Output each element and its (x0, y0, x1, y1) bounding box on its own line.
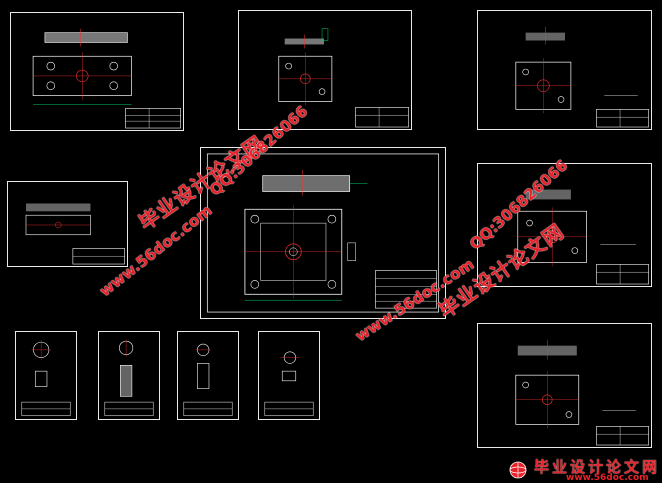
sheet-graphics (278, 28, 409, 128)
hole (250, 214, 260, 224)
drawing-sheet (238, 10, 412, 130)
hole (522, 381, 529, 389)
punch-side-view (197, 363, 210, 389)
hole (327, 280, 337, 289)
sheet-graphics (515, 26, 649, 128)
hole (318, 88, 326, 95)
globe-logo-icon (509, 461, 527, 479)
hole (46, 81, 56, 90)
parts-list (375, 270, 437, 309)
drawing-sheet (258, 331, 320, 420)
hole (289, 247, 298, 256)
site-brand[interactable]: 毕业设计论文网 www.56doc.com (504, 454, 662, 483)
hole (285, 62, 292, 70)
sheet-graphics (104, 339, 154, 416)
side-block (347, 242, 356, 261)
drawing-sheet (200, 147, 446, 319)
punch-body-hatch (120, 365, 132, 397)
brand-name: 毕业设计论文网 (534, 458, 661, 476)
title-block (596, 426, 649, 446)
title-block (596, 109, 649, 128)
title-block (125, 108, 181, 129)
hole (571, 247, 579, 254)
sheet-graphics (183, 343, 233, 416)
hole (109, 81, 118, 90)
sheet-graphics (21, 340, 71, 416)
drawing-sheet (477, 10, 652, 130)
title-block (596, 264, 649, 285)
section-outline (44, 32, 128, 43)
drawing-sheet (7, 181, 128, 267)
hole (522, 68, 529, 76)
hole (46, 61, 56, 71)
drawing-sheet (477, 163, 652, 287)
section-outline (262, 175, 351, 192)
hole (557, 96, 565, 103)
sheet-graphics (206, 153, 440, 313)
hole (55, 221, 62, 229)
inner-frame (206, 153, 440, 313)
hole (546, 230, 559, 244)
hole (250, 280, 260, 289)
hole (327, 214, 337, 224)
drawing-sheet (15, 331, 77, 420)
drawing-sheet (177, 331, 239, 420)
hole (109, 61, 118, 71)
hole (537, 79, 550, 92)
hole (76, 69, 89, 83)
hole (565, 411, 573, 418)
dimension-line (321, 28, 329, 41)
section-hatch (44, 32, 128, 43)
drawing-sheet (477, 323, 652, 448)
sheet-graphics (517, 189, 649, 285)
title-block (355, 107, 409, 128)
hole (526, 219, 533, 227)
brand-url[interactable]: www.56doc.com (566, 473, 649, 483)
sheet-graphics (515, 339, 649, 446)
drawing-sheet (10, 12, 184, 131)
hole (300, 73, 311, 85)
sheet-graphics (25, 203, 125, 265)
hole (542, 394, 553, 405)
punch-side-view (35, 370, 48, 387)
section-hatch (262, 175, 350, 192)
section-hatch (25, 203, 91, 212)
punch-side-view (281, 370, 297, 382)
section-hatch (525, 189, 571, 200)
punch-side-view (120, 365, 133, 397)
drawing-sheet (98, 331, 160, 420)
sheet-graphics (264, 351, 314, 416)
sheet-graphics (32, 28, 181, 129)
hole (285, 243, 302, 261)
